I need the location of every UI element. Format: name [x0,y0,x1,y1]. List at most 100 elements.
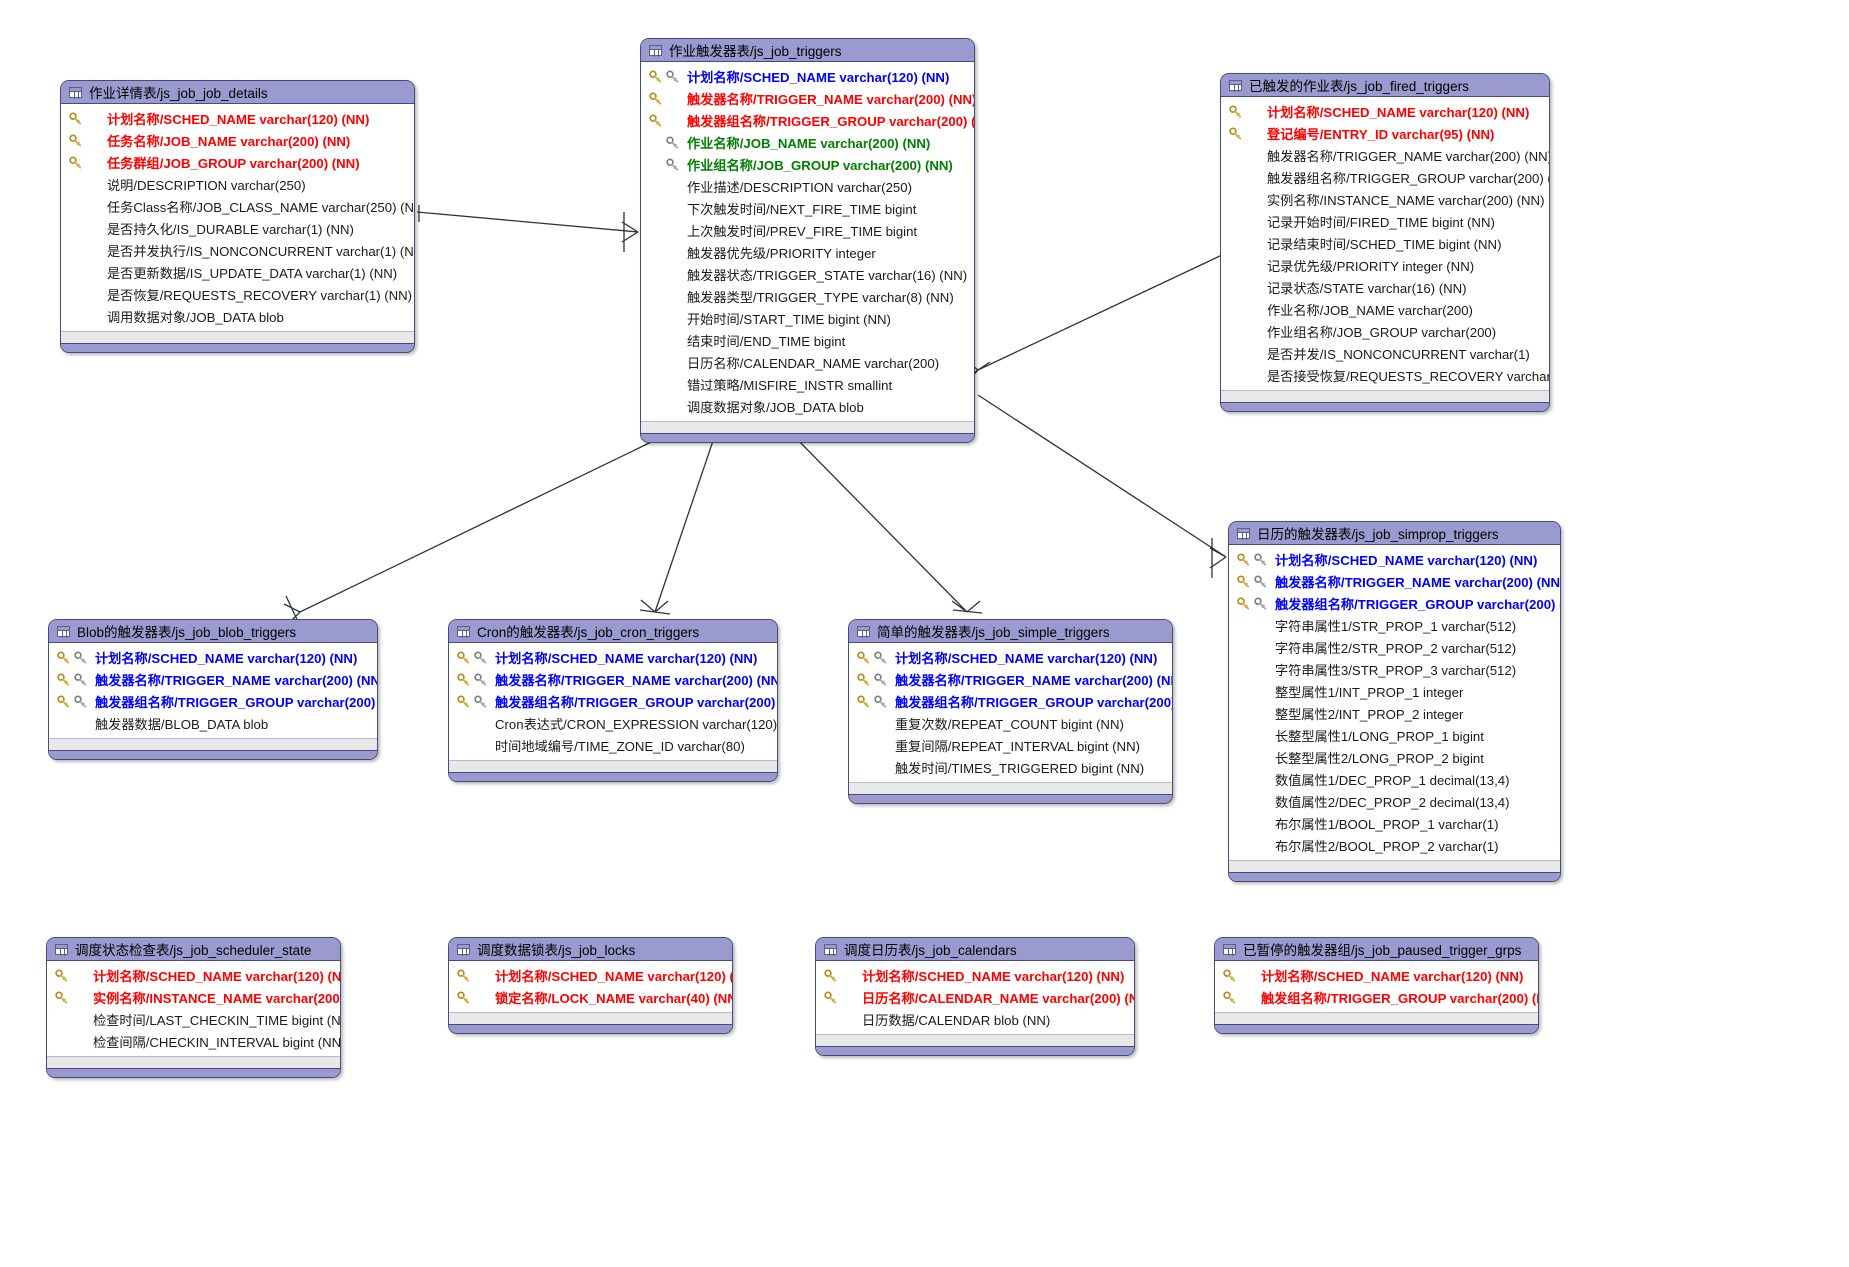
field-row[interactable]: 计划名称/SCHED_NAME varchar(120) (NN) [641,65,974,87]
entity-simprop_triggers[interactable]: 日历的触发器表/js_job_simprop_triggers 计划名称/SCHE… [1228,521,1561,882]
field-row[interactable]: 长整型属性2/LONG_PROP_2 bigint [1229,746,1560,768]
field-row[interactable]: 记录结束时间/SCHED_TIME bigint (NN) [1221,232,1549,254]
field-row[interactable]: 数值属性1/DEC_PROP_1 decimal(13,4) [1229,768,1560,790]
field-row[interactable]: 下次触发时间/NEXT_FIRE_TIME bigint [641,197,974,219]
entity-calendars[interactable]: 调度日历表/js_job_calendars 计划名称/SCHED_NAME va… [815,937,1135,1056]
field-row[interactable]: 触发器组名称/TRIGGER_GROUP varchar(200) (NN) [641,109,974,131]
entity-locks[interactable]: 调度数据锁表/js_job_locks 计划名称/SCHED_NAME varch… [448,937,733,1034]
field-row[interactable]: 日历名称/CALENDAR_NAME varchar(200) [641,351,974,373]
field-row[interactable]: 记录优先级/PRIORITY integer (NN) [1221,254,1549,276]
field-row[interactable]: 触发器状态/TRIGGER_STATE varchar(16) (NN) [641,263,974,285]
entity-header-scheduler_state[interactable]: 调度状态检查表/js_job_scheduler_state [47,938,340,961]
field-row[interactable]: 说明/DESCRIPTION varchar(250) [61,173,414,195]
entity-header-paused_trigger_grps[interactable]: 已暂停的触发器组/js_job_paused_trigger_grps [1215,938,1538,961]
field-row[interactable]: 调用数据对象/JOB_DATA blob [61,305,414,327]
field-row[interactable]: 重复次数/REPEAT_COUNT bigint (NN) [849,712,1172,734]
field-row[interactable]: 字符串属性3/STR_PROP_3 varchar(512) [1229,658,1560,680]
field-row[interactable]: 是否并发执行/IS_NONCONCURRENT varchar(1) (NN) [61,239,414,261]
entity-triggers[interactable]: 作业触发器表/js_job_triggers 计划名称/SCHED_NAME va… [640,38,975,443]
entity-header-fired_triggers[interactable]: 已触发的作业表/js_job_fired_triggers [1221,74,1549,97]
field-row[interactable]: 日历数据/CALENDAR blob (NN) [816,1008,1134,1030]
entity-header-job_details[interactable]: 作业详情表/js_job_job_details [61,81,414,104]
field-row[interactable]: 是否并发/IS_NONCONCURRENT varchar(1) [1221,342,1549,364]
field-row[interactable]: 实例名称/INSTANCE_NAME varchar(200) (NN) [1221,188,1549,210]
field-row[interactable]: 作业名称/JOB_NAME varchar(200) (NN) [641,131,974,153]
field-row[interactable]: 作业名称/JOB_NAME varchar(200) [1221,298,1549,320]
field-row[interactable]: 布尔属性2/BOOL_PROP_2 varchar(1) [1229,834,1560,856]
field-row[interactable]: 触发组名称/TRIGGER_GROUP varchar(200) (NN) [1215,986,1538,1008]
field-row[interactable]: 布尔属性1/BOOL_PROP_1 varchar(1) [1229,812,1560,834]
field-row[interactable]: 登记编号/ENTRY_ID varchar(95) (NN) [1221,122,1549,144]
entity-fired_triggers[interactable]: 已触发的作业表/js_job_fired_triggers 计划名称/SCHED_… [1220,73,1550,412]
field-row[interactable]: 计划名称/SCHED_NAME varchar(120) (NN) [1215,964,1538,986]
field-row[interactable]: 触发器名称/TRIGGER_NAME varchar(200) (NN) [641,87,974,109]
field-row[interactable]: 作业描述/DESCRIPTION varchar(250) [641,175,974,197]
field-row[interactable]: 上次触发时间/PREV_FIRE_TIME bigint [641,219,974,241]
field-row[interactable]: 记录状态/STATE varchar(16) (NN) [1221,276,1549,298]
field-row[interactable]: 时间地域编号/TIME_ZONE_ID varchar(80) [449,734,777,756]
entity-header-locks[interactable]: 调度数据锁表/js_job_locks [449,938,732,961]
field-row[interactable]: 触发器名称/TRIGGER_NAME varchar(200) (NN) [1229,570,1560,592]
field-row[interactable]: 实例名称/INSTANCE_NAME varchar(200) (NN) [47,986,340,1008]
field-row[interactable]: 触发时间/TIMES_TRIGGERED bigint (NN) [849,756,1172,778]
field-row[interactable]: 整型属性2/INT_PROP_2 integer [1229,702,1560,724]
field-row[interactable]: 计划名称/SCHED_NAME varchar(120) (NN) [449,646,777,668]
field-row[interactable]: 计划名称/SCHED_NAME varchar(120) (NN) [1229,548,1560,570]
field-row[interactable]: 是否接受恢复/REQUESTS_RECOVERY varchar(1) [1221,364,1549,386]
field-row[interactable]: 锁定名称/LOCK_NAME varchar(40) (NN) [449,986,732,1008]
field-row[interactable]: 计划名称/SCHED_NAME varchar(120) (NN) [47,964,340,986]
field-row[interactable]: 计划名称/SCHED_NAME varchar(120) (NN) [449,964,732,986]
field-row[interactable]: 触发器类型/TRIGGER_TYPE varchar(8) (NN) [641,285,974,307]
field-row[interactable]: 计划名称/SCHED_NAME varchar(120) (NN) [816,964,1134,986]
field-row[interactable]: 计划名称/SCHED_NAME varchar(120) (NN) [49,646,377,668]
entity-simple_triggers[interactable]: 简单的触发器表/js_job_simple_triggers 计划名称/SCHED… [848,619,1173,804]
field-row[interactable]: Cron表达式/CRON_EXPRESSION varchar(120) (NN… [449,712,777,734]
field-row[interactable]: 开始时间/START_TIME bigint (NN) [641,307,974,329]
field-row[interactable]: 计划名称/SCHED_NAME varchar(120) (NN) [1221,100,1549,122]
entity-paused_trigger_grps[interactable]: 已暂停的触发器组/js_job_paused_trigger_grps 计划名称/… [1214,937,1539,1034]
field-row[interactable]: 错过策略/MISFIRE_INSTR smallint [641,373,974,395]
field-row[interactable]: 触发器组名称/TRIGGER_GROUP varchar(200) (NN) [449,690,777,712]
entity-cron_triggers[interactable]: Cron的触发器表/js_job_cron_triggers 计划名称/SCHED… [448,619,778,782]
field-row[interactable]: 整型属性1/INT_PROP_1 integer [1229,680,1560,702]
field-row[interactable]: 日历名称/CALENDAR_NAME varchar(200) (NN) [816,986,1134,1008]
entity-header-calendars[interactable]: 调度日历表/js_job_calendars [816,938,1134,961]
field-row[interactable]: 检查时间/LAST_CHECKIN_TIME bigint (NN) [47,1008,340,1030]
field-row[interactable]: 字符串属性1/STR_PROP_1 varchar(512) [1229,614,1560,636]
field-row[interactable]: 触发器优先级/PRIORITY integer [641,241,974,263]
field-row[interactable]: 触发器组名称/TRIGGER_GROUP varchar(200) (NN) [1229,592,1560,614]
field-row[interactable]: 是否更新数据/IS_UPDATE_DATA varchar(1) (NN) [61,261,414,283]
field-row[interactable]: 任务群组/JOB_GROUP varchar(200) (NN) [61,151,414,173]
field-row[interactable]: 计划名称/SCHED_NAME varchar(120) (NN) [61,107,414,129]
field-row[interactable]: 记录开始时间/FIRED_TIME bigint (NN) [1221,210,1549,232]
field-row[interactable]: 结束时间/END_TIME bigint [641,329,974,351]
field-row[interactable]: 作业组名称/JOB_GROUP varchar(200) [1221,320,1549,342]
field-row[interactable]: 重复间隔/REPEAT_INTERVAL bigint (NN) [849,734,1172,756]
field-row[interactable]: 字符串属性2/STR_PROP_2 varchar(512) [1229,636,1560,658]
field-row[interactable]: 任务名称/JOB_NAME varchar(200) (NN) [61,129,414,151]
field-row[interactable]: 计划名称/SCHED_NAME varchar(120) (NN) [849,646,1172,668]
field-row[interactable]: 是否持久化/IS_DURABLE varchar(1) (NN) [61,217,414,239]
entity-header-triggers[interactable]: 作业触发器表/js_job_triggers [641,39,974,62]
field-row[interactable]: 检查间隔/CHECKIN_INTERVAL bigint (NN) [47,1030,340,1052]
field-row[interactable]: 作业组名称/JOB_GROUP varchar(200) (NN) [641,153,974,175]
field-row[interactable]: 任务Class名称/JOB_CLASS_NAME varchar(250) (N… [61,195,414,217]
field-row[interactable]: 触发器名称/TRIGGER_NAME varchar(200) (NN) [1221,144,1549,166]
field-row[interactable]: 触发器名称/TRIGGER_NAME varchar(200) (NN) [849,668,1172,690]
field-row[interactable]: 触发器组名称/TRIGGER_GROUP varchar(200) (NN) [49,690,377,712]
field-row[interactable]: 数值属性2/DEC_PROP_2 decimal(13,4) [1229,790,1560,812]
field-row[interactable]: 触发器名称/TRIGGER_NAME varchar(200) (NN) [449,668,777,690]
field-row[interactable]: 是否恢复/REQUESTS_RECOVERY varchar(1) (NN) [61,283,414,305]
entity-scheduler_state[interactable]: 调度状态检查表/js_job_scheduler_state 计划名称/SCHED… [46,937,341,1078]
entity-header-simple_triggers[interactable]: 简单的触发器表/js_job_simple_triggers [849,620,1172,643]
field-row[interactable]: 触发器数据/BLOB_DATA blob [49,712,377,734]
field-row[interactable]: 触发器组名称/TRIGGER_GROUP varchar(200) (NN) [849,690,1172,712]
entity-blob_triggers[interactable]: Blob的触发器表/js_job_blob_triggers 计划名称/SCHED… [48,619,378,760]
field-row[interactable]: 触发器名称/TRIGGER_NAME varchar(200) (NN) [49,668,377,690]
entity-header-cron_triggers[interactable]: Cron的触发器表/js_job_cron_triggers [449,620,777,643]
field-row[interactable]: 触发器组名称/TRIGGER_GROUP varchar(200) (NN) [1221,166,1549,188]
entity-header-simprop_triggers[interactable]: 日历的触发器表/js_job_simprop_triggers [1229,522,1560,545]
entity-header-blob_triggers[interactable]: Blob的触发器表/js_job_blob_triggers [49,620,377,643]
field-row[interactable]: 长整型属性1/LONG_PROP_1 bigint [1229,724,1560,746]
entity-job_details[interactable]: 作业详情表/js_job_job_details 计划名称/SCHED_NAME … [60,80,415,353]
